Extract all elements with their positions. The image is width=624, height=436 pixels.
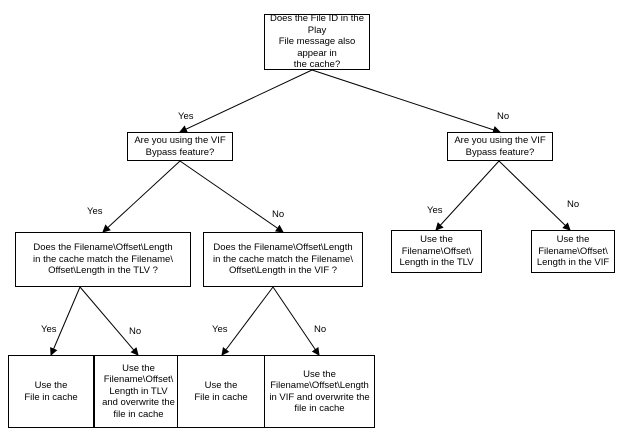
arrow-root-yes [179,69,313,133]
arrow-vif-yes [221,286,274,356]
use-tlv-result: Use the Filename\Offset\ Length in the T… [391,230,482,273]
edge-label-left-yes: Yes [87,206,103,217]
arrow-tlv-no [79,286,139,356]
arrow-vif-no [272,286,320,356]
edge-label-root-no: No [497,111,510,122]
vif-bypass-question-right: Are you using the VIF Bypass feature? [447,132,553,161]
arrow-left-yes [102,160,181,233]
use-cache-result-1: Use the File in cache [8,355,94,428]
use-vif-result: Use the Filename\Offset\ Length in the V… [531,230,615,273]
match-vif-question: Does the Filename\Offset\Length in the c… [203,232,363,287]
arrow-right-yes [435,160,500,231]
arrow-root-no [311,69,501,134]
match-tlv-question: Does the Filename\Offset\Length in the c… [15,232,191,287]
arrow-tlv-yes [50,286,81,356]
vif-bypass-question-left: Are you using the VIF Bypass feature? [127,132,233,161]
edge-label-left-no: No [272,209,285,220]
overwrite-vif-result: Use the Filename\Offset\Length in VIF an… [264,355,375,428]
edge-label-tlv-yes: Yes [41,324,57,335]
edge-label-root-yes: Yes [178,111,194,122]
edge-label-right-no: No [567,199,580,210]
arrow-right-no [498,160,571,231]
edge-label-vif-yes: Yes [212,324,228,335]
edge-label-tlv-no: No [129,326,142,337]
root-question: Does the File ID in the Play File messag… [264,13,370,70]
use-cache-result-2: Use the File in cache [177,355,265,428]
edge-label-right-yes: Yes [427,205,443,216]
arrow-left-no [179,160,284,233]
edge-label-vif-no: No [314,324,327,335]
overwrite-tlv-result: Use the Filename\Offset\ Length in TLV a… [94,355,183,428]
